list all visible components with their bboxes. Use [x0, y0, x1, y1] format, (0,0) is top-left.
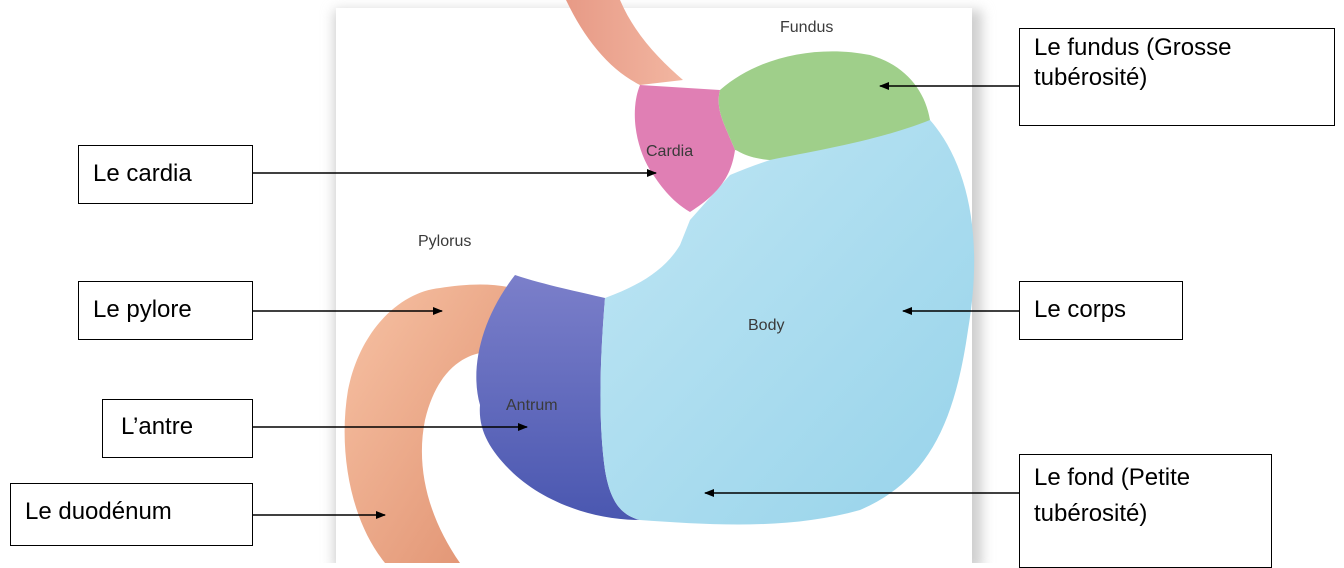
callout-antre: L’antre: [102, 399, 253, 458]
callout-corps-text: Le corps: [1034, 295, 1170, 325]
callout-fond: Le fond (Petite tubérosité): [1019, 454, 1272, 568]
image-label-cardia: Cardia: [646, 143, 693, 160]
callout-fond-line2: tubérosité): [1034, 499, 1259, 529]
callout-pylore-text: Le pylore: [93, 295, 240, 325]
callout-cardia: Le cardia: [78, 145, 253, 204]
callout-antre-text: L’antre: [121, 412, 240, 442]
callout-corps: Le corps: [1019, 281, 1183, 340]
image-label-fundus: Fundus: [780, 19, 833, 36]
callout-cardia-text: Le cardia: [93, 159, 240, 189]
callout-fond-line1: Le fond (Petite: [1034, 463, 1259, 493]
image-label-pylorus: Pylorus: [418, 233, 471, 250]
callout-duodenum-text: Le duodénum: [25, 497, 240, 527]
image-label-body: Body: [748, 317, 784, 334]
callout-duodenum: Le duodénum: [10, 483, 253, 546]
callout-fundus-line1: Le fundus (Grosse: [1034, 33, 1322, 63]
callout-fundus: Le fundus (Grosse tubérosité): [1019, 28, 1335, 126]
callout-fundus-line2: tubérosité): [1034, 63, 1322, 93]
callout-pylore: Le pylore: [78, 281, 253, 340]
image-label-antrum: Antrum: [506, 397, 558, 414]
